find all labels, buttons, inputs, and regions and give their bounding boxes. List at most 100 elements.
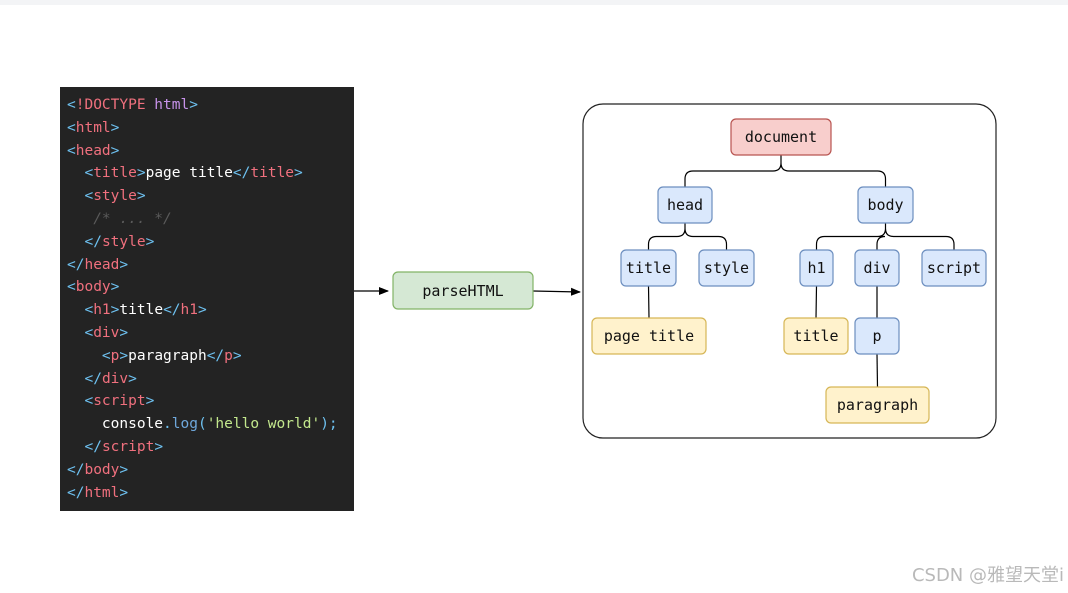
tree-node-box [620, 249, 677, 287]
code-token: < [67, 97, 76, 113]
code-token: 'hello world' [206, 416, 321, 433]
code-token: </ [67, 461, 85, 478]
code-line: </body> [60, 459, 354, 482]
tree-node-div: div [854, 249, 900, 287]
code-token: </ [84, 370, 102, 387]
code-token: > [119, 484, 129, 501]
code-token: </ [84, 233, 102, 250]
code-token: h1 [93, 302, 111, 319]
code-line: </head> [60, 254, 354, 277]
code-token: title [250, 165, 295, 182]
html-code-panel: <!DOCTYPE html><html><head> <title>page … [60, 87, 354, 511]
code-line: <html> [60, 117, 354, 140]
code-token: > [145, 233, 155, 250]
code-line: /* ... */ [60, 208, 354, 231]
code-token: page title [145, 165, 233, 182]
code-line: console.log('hello world'); [60, 413, 354, 436]
tree-node-label: head [667, 196, 703, 214]
code-token: !DOCTYPE [75, 97, 146, 113]
code-line: <div> [60, 322, 354, 345]
code-token: body [84, 461, 120, 478]
tree-node-label: title [793, 327, 838, 345]
code-token: > [154, 438, 164, 455]
watermark: CSDN @雅望天堂i [911, 565, 1064, 586]
tree-edge [876, 353, 879, 388]
code-token: head [84, 256, 120, 273]
arrow-parse-to-tree [532, 287, 581, 296]
code-line: <body> [60, 276, 354, 299]
code-token: </ [84, 438, 102, 455]
code-token: div [93, 324, 120, 341]
code-line: <title>page title</title> [60, 162, 354, 185]
code-token: > [110, 302, 120, 319]
code-line: </script> [60, 436, 354, 459]
code-token: paragraph [128, 347, 207, 364]
code-token: ( [197, 416, 207, 433]
tree-node-box [854, 249, 900, 287]
code-token: > [189, 97, 198, 113]
tree-node-h1: h1 [799, 249, 834, 287]
code-token: > [136, 188, 146, 205]
code-token: < [84, 324, 94, 341]
tree-node-label: title [626, 259, 671, 277]
tree-node-label: style [704, 259, 749, 277]
code-token: html [84, 484, 120, 501]
code-token: console [101, 416, 164, 433]
code-token: </ [163, 302, 181, 319]
code-token: div [101, 370, 129, 387]
code-token: title [119, 302, 164, 319]
code-token: ); [320, 416, 338, 433]
code-line: <!DOCTYPE html> [60, 94, 354, 117]
code-token: < [84, 302, 94, 319]
tree-node-label: paragraph [837, 396, 918, 414]
code-line: </html> [60, 482, 354, 505]
code-token: > [136, 165, 146, 182]
code-token: style [101, 233, 146, 250]
tree-edges [647, 155, 955, 388]
tree-node-label: h1 [807, 259, 825, 277]
code-token: html [145, 97, 190, 113]
code-line: </style> [60, 231, 354, 254]
tree-node-box [825, 386, 930, 424]
code-token: p [224, 347, 233, 364]
tree-node-box [591, 317, 707, 355]
code-token: </ [206, 347, 225, 364]
tree-node-h1-text: title [783, 317, 849, 355]
tree-node-label: page title [604, 327, 694, 345]
code-token: body [75, 279, 111, 296]
tree-node-p: p [854, 317, 900, 355]
tree-node-label: document [745, 128, 817, 146]
tree-node-document: document [730, 118, 832, 156]
code-line: </div> [60, 368, 354, 391]
code-token: > [110, 142, 120, 159]
tree-node-box [783, 317, 849, 355]
code-token: /* ... */ [93, 210, 172, 227]
code-token: > [110, 119, 120, 136]
tree-node-box [857, 186, 914, 224]
code-token: log [171, 416, 198, 433]
code-token: > [145, 393, 155, 410]
code-token: > [198, 302, 207, 319]
tree-edge [815, 285, 818, 319]
tree-edge [647, 285, 650, 319]
code-line: <script> [60, 390, 354, 413]
code-token: p [110, 347, 120, 364]
code-token: > [110, 279, 120, 296]
code-token: > [119, 256, 129, 273]
top-bar [0, 0, 1068, 5]
tree-edge-group [684, 155, 887, 187]
code-token: < [84, 393, 94, 410]
code-token: </ [67, 484, 85, 501]
tree-node-label: p [872, 327, 881, 345]
tree-edge-group [815, 223, 955, 250]
tree-node-label: div [863, 259, 890, 277]
code-line: <h1>title</h1> [60, 299, 354, 322]
tree-node-p-text: paragraph [825, 386, 930, 424]
tree-node-label: script [927, 259, 981, 277]
tree-node-title-text: page title [591, 317, 707, 355]
code-token: < [67, 142, 76, 159]
code-token: < [84, 188, 94, 205]
code-token: < [67, 279, 76, 296]
